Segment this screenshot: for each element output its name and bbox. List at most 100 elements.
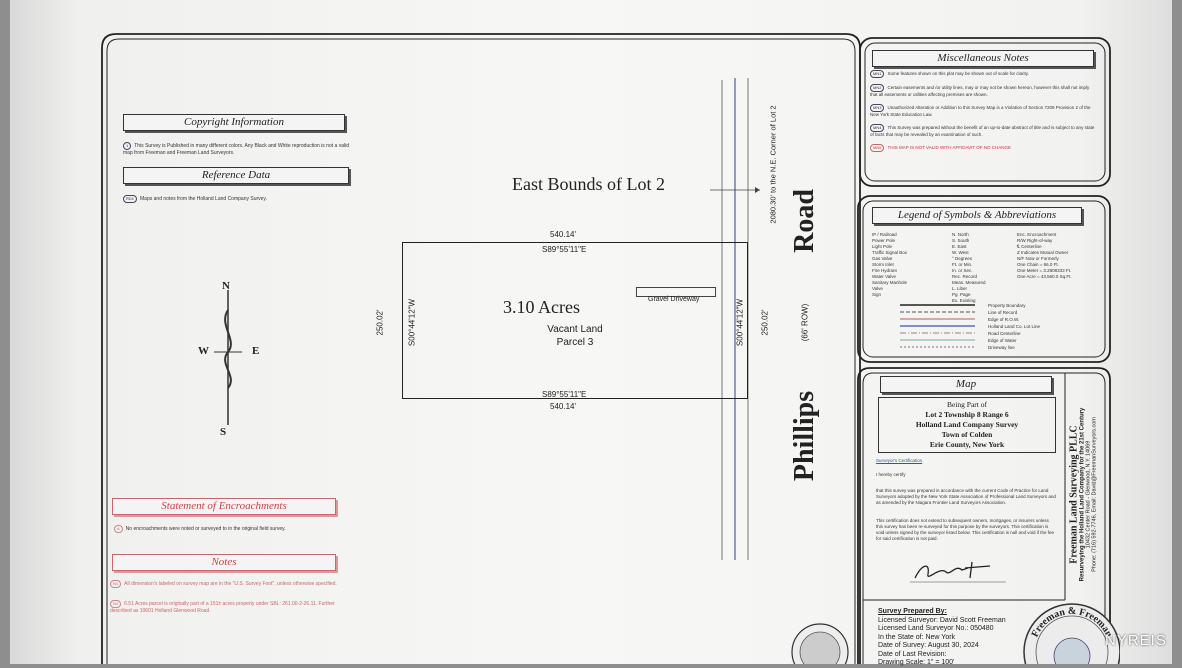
prepared-line-5: Drawing Scale: 1" = 100' — [878, 659, 955, 666]
legend-c2-5: Ft. or Min. — [952, 262, 973, 267]
legend-c1-4: Gas Valve — [872, 256, 893, 261]
misc-badge-2: MN2 — [870, 84, 885, 92]
land-type-label: Vacant Land — [547, 324, 603, 335]
driveway-label: Gravel Driveway — [648, 296, 700, 303]
ne-corner-label: 2080.30' to the N.E. Corner of Lot 2 — [768, 105, 778, 224]
misc-text-4: This Survey was prepared without the ben… — [870, 125, 1095, 137]
legend-line-4: Road Centerline — [988, 331, 1021, 336]
legend-c3-4: N/F Now or Formerly — [1017, 256, 1059, 261]
legend-c3-3: Z Indicates Mutual Owner — [1017, 250, 1069, 255]
legend-c1-9: Valve — [872, 286, 883, 291]
legend-c2-1: S. South — [952, 238, 970, 243]
legend-c2-11: Ex. Existing — [952, 298, 976, 303]
compass-e: E — [252, 345, 260, 357]
cert-paragraph-2: This certification does not extend to su… — [876, 518, 1055, 541]
misc-text-2: Certain easements and /or utility lines,… — [870, 85, 1090, 97]
north-arrow-icon — [214, 290, 242, 425]
prepared-line-4: Date of Last Revision: — [878, 650, 947, 658]
encroachments-badge: A — [114, 525, 123, 533]
parcel-boundary — [402, 242, 748, 399]
legend-c2-4: ° Degrees — [952, 256, 973, 261]
legend-c1-6: Fire Hydrant — [872, 268, 897, 273]
misc-badge-1: MN1 — [870, 70, 885, 78]
state-seal-icon — [791, 623, 849, 664]
legend-c3-2: ℄ Centerline — [1017, 244, 1042, 249]
copyright-badge: 1 — [123, 142, 132, 150]
cert-line1: I hereby certify — [876, 472, 906, 477]
legend-line-samples — [900, 304, 975, 348]
legend-c2-8: Meas. Measured — [952, 280, 986, 285]
acres-label: 3.10 Acres — [503, 297, 580, 317]
map-line-0: Being Part of — [947, 400, 987, 409]
misc-text-5: THIS MAP IS NOT VALID WITH AFFIDAVIT OF … — [887, 145, 1012, 150]
top-distance: 540.14' — [550, 230, 576, 239]
survey-frame — [101, 33, 1111, 664]
notes-title: Notes — [112, 554, 336, 571]
misc-badge-5: MN5 — [870, 144, 885, 152]
legend-line-0: Property Boundary — [988, 303, 1026, 308]
map-line-2: Holland Land Company Survey — [915, 420, 1019, 429]
notes-text-1: All dimension's labeled on survey map ar… — [124, 581, 337, 587]
legend-line-2: Edge of R.O.W. — [988, 317, 1020, 322]
prepared-line-2: In the State of: New York — [878, 633, 956, 641]
legend-c3-7: One Acre = 43,560.0 Sq.Ft. — [1017, 274, 1072, 279]
legend-title: Legend of Symbols & Abbreviations — [872, 207, 1082, 224]
map-description: Being Part of Lot 2 Township 8 Range 6 H… — [878, 397, 1056, 453]
compass-w: W — [198, 345, 209, 357]
legend-c1-7: Water Valve — [872, 274, 897, 279]
legend-c1-8: Sanitary Manhole — [872, 280, 908, 285]
reference-badge: RD1 — [123, 195, 138, 203]
map-line-1: Lot 2 Township 8 Range 6 — [925, 410, 1009, 419]
surveyor-signature — [910, 561, 1006, 583]
misc-badge-3: MN3 — [870, 104, 885, 112]
legend-col-1: IP / Railroad Power Pole Light Pole Traf… — [872, 232, 934, 298]
legend-col-2: N. North S. South E. East W. West ° Degr… — [952, 232, 1012, 304]
copyright-text: This Survey is Published in many differe… — [123, 143, 349, 156]
prepared-heading: Survey Prepared By: — [878, 608, 947, 615]
legend-line-labels: Property Boundary Line of Record Edge of… — [988, 302, 1078, 351]
cert-paragraph-1: that this survey was prepared in accorda… — [876, 488, 1056, 505]
legend-c1-2: Light Pole — [872, 244, 893, 249]
prepared-line-1: Licensed Land Surveyor No.: 050480 — [878, 625, 994, 632]
bottom-bearing: S89°55'11"E — [542, 390, 587, 399]
legend-c2-9: L. Liber — [952, 286, 968, 291]
road-name-phillips: Phillips — [789, 390, 820, 482]
left-bearing: S00°44'12"W — [407, 298, 417, 347]
east-bounds-label: East Bounds of Lot 2 — [512, 174, 665, 194]
company-seal-icon: Freeman & Freeman — [1023, 603, 1120, 664]
legend-c3-0: Enc. Encroachment — [1017, 232, 1057, 237]
parcel-label: Parcel 3 — [556, 337, 594, 348]
copyright-title: Copyright Information — [123, 114, 345, 131]
notes-badge-2: N2 — [110, 600, 122, 608]
road-name-road: Road — [789, 189, 820, 253]
map-title: Map — [880, 376, 1052, 393]
prepared-line-3: Date of Survey: August 30, 2024 — [878, 642, 979, 649]
legend-line-3: Holland Land Co. Lot Line — [988, 324, 1041, 329]
top-bearing: S89°55'11"E — [542, 245, 587, 254]
notes-text-2: 6.51 Acres parcel is originally part of … — [110, 601, 335, 614]
legend-c2-10: Pg. Page — [952, 292, 971, 297]
watermark: NYREIS — [1105, 632, 1167, 649]
legend-c1-10: Sign — [872, 292, 882, 297]
legend-c2-7: Rec. Record — [952, 274, 978, 279]
right-distance: 250.02' — [760, 309, 770, 336]
company-block: Freeman Land Surveying PLLC Resurveying … — [1069, 380, 1098, 610]
map-line-4: Erie County, New York — [929, 440, 1005, 449]
legend-c3-5: One Chain = 66.0 Ft. — [1017, 262, 1059, 267]
misc-text-1: Some features shown on this plat may be … — [887, 71, 1029, 76]
reference-title: Reference Data — [123, 167, 349, 184]
encroachments-text: No encroachments were noted or surveyed … — [125, 526, 286, 532]
legend-c3-6: One Meter = 3.2808333 Ft. — [1017, 268, 1072, 273]
legend-c1-5: Storm Inlet — [872, 262, 894, 267]
legend-line-6: Driveway line — [988, 345, 1015, 350]
